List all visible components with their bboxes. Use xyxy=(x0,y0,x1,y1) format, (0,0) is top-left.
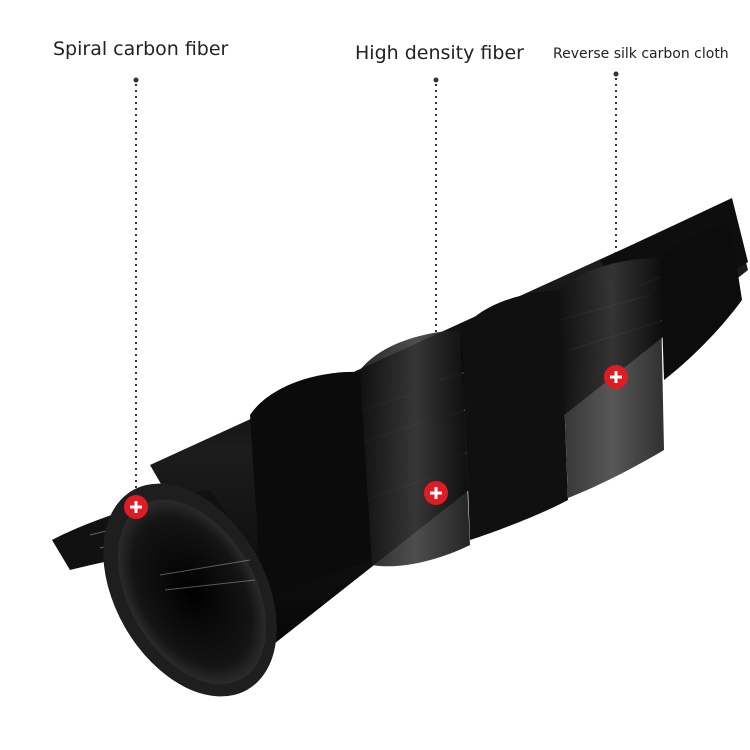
tube-mouth xyxy=(103,483,277,697)
callout-label-spiral-carbon-fiber: Spiral carbon fiber xyxy=(53,38,229,60)
plus-marker-icon xyxy=(124,495,148,519)
plus-marker-icon xyxy=(604,365,628,389)
callout-label-reverse-silk-carbon-cloth: Reverse silk carbon cloth xyxy=(553,46,729,62)
hotspot-markers xyxy=(124,365,628,519)
plus-marker-icon xyxy=(424,481,448,505)
rod-sleeves xyxy=(250,222,742,600)
callout-label-high-density-fiber: High density fiber xyxy=(355,42,524,64)
leader-lines xyxy=(133,71,619,500)
